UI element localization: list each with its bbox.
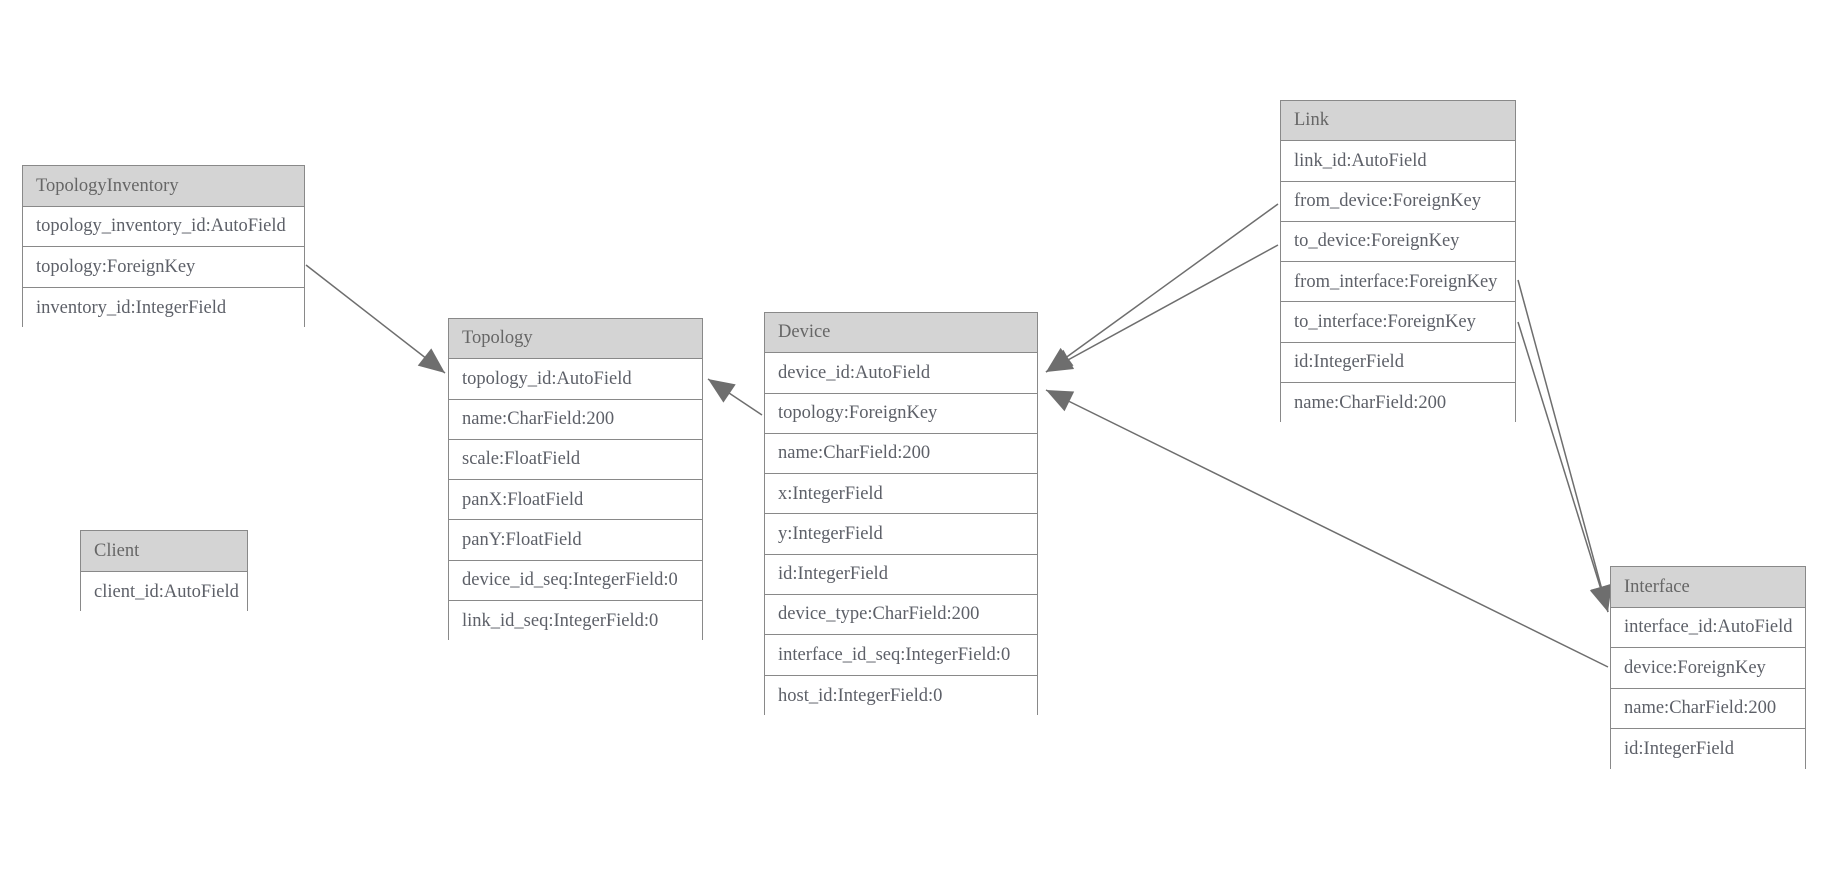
entity-field: topology_inventory_id:AutoField (23, 206, 304, 247)
entity-field: inventory_id:IntegerField (23, 287, 304, 328)
entity-field: name:CharField:200 (1611, 688, 1805, 729)
entity-field: device_id:AutoField (765, 353, 1037, 394)
entity-field: scale:FloatField (449, 439, 702, 481)
entity-field: device_type:CharField:200 (765, 595, 1037, 636)
entity-field: y:IntegerField (765, 514, 1037, 555)
entity-field: topology_id:AutoField (449, 359, 702, 400)
entity-field: id:IntegerField (1611, 729, 1805, 770)
relationship-arrowhead (1046, 347, 1074, 372)
entity-field: name:CharField:200 (449, 399, 702, 440)
entity-header-client: Client (81, 531, 247, 572)
entity-header-topology: Topology (449, 319, 702, 360)
entity-header-topologyinventory: TopologyInventory (23, 166, 304, 207)
relationship-link-from_device-device (1045, 203, 1279, 373)
entity-field: host_id:IntegerField:0 (765, 675, 1037, 716)
entity-header-link: Link (1281, 101, 1515, 142)
entity-header-device: Device (765, 313, 1037, 354)
entity-field: from_interface:ForeignKey (1281, 262, 1515, 303)
relationship-link-to_interface-interface (1517, 321, 1611, 613)
relationship-link-from_interface-interface (1517, 279, 1612, 613)
relationship-line (1517, 321, 1609, 613)
relationship-line (1045, 203, 1279, 373)
entity-header-interface: Interface (1611, 567, 1805, 608)
entity-field: device_id_seq:IntegerField:0 (449, 560, 702, 602)
entity-field: to_device:ForeignKey (1281, 221, 1515, 263)
entity-field: link_id_seq:IntegerField:0 (449, 601, 702, 642)
entity-field: topology:ForeignKey (765, 393, 1037, 434)
entity-field: name:CharField:200 (765, 433, 1037, 475)
relationship-device-topology (707, 378, 763, 416)
relationship-line (1517, 279, 1609, 613)
entity-field: panX:FloatField (449, 480, 702, 521)
relationship-line (1045, 389, 1609, 668)
entity-field: topology:ForeignKey (23, 247, 304, 288)
entity-field: id:IntegerField (765, 554, 1037, 596)
entity-field: from_device:ForeignKey (1281, 181, 1515, 222)
entity-field: interface_id_seq:IntegerField:0 (765, 635, 1037, 676)
entity-field: client_id:AutoField (81, 571, 247, 612)
relationship-line (707, 378, 763, 416)
entity-field: name:CharField:200 (1281, 383, 1515, 424)
entity-field: x:IntegerField (765, 474, 1037, 515)
entity-field: interface_id:AutoField (1611, 607, 1805, 648)
relationship-line (305, 264, 446, 374)
relationship-arrowhead (708, 379, 736, 403)
relationship-arrowhead (417, 348, 445, 373)
relationship-arrowhead (1046, 390, 1075, 412)
entity-field: to_interface:ForeignKey (1281, 302, 1515, 343)
relationship-link-to_device-device (1045, 244, 1279, 373)
relationship-line (1045, 244, 1279, 373)
entity-field: id:IntegerField (1281, 342, 1515, 384)
entity-field: panY:FloatField (449, 520, 702, 561)
entity-field: device:ForeignKey (1611, 648, 1805, 689)
relationship-topologyinventory-topology (305, 264, 446, 374)
entity-field: link_id:AutoField (1281, 141, 1515, 182)
relationship-arrowhead (1046, 349, 1075, 372)
